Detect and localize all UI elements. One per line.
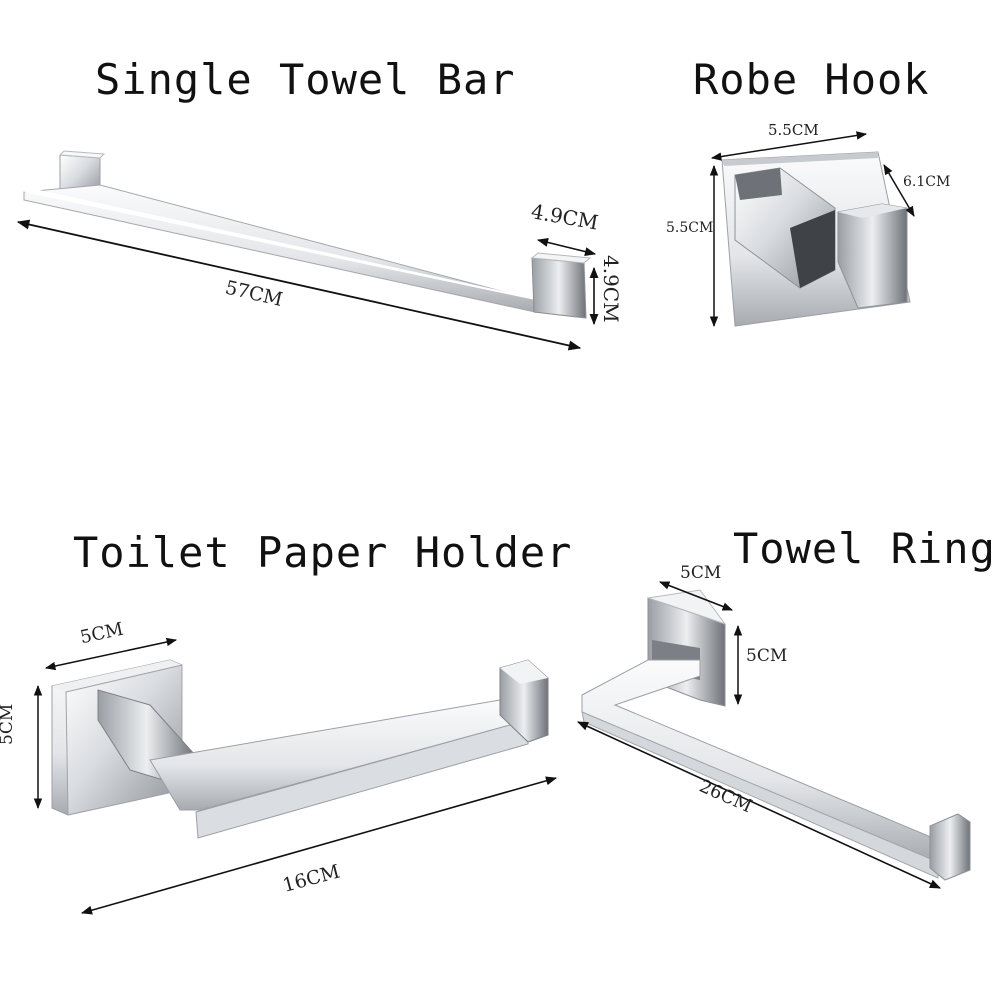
ring-base-width-line [659,581,733,611]
towel-bar-length-label: 57CM [223,277,285,312]
tph-base-width-label: 5CM [78,619,125,649]
ring-base-width-label: 5CM [680,563,721,583]
title-towel-ring: Towel Ring [733,524,996,573]
title-toilet-paper-holder: Toilet Paper Holder [73,528,573,577]
ring-length-line [576,721,942,889]
robe-hook-illustration [721,151,911,327]
towel-bar-illustration [23,150,592,319]
title-single-towel-bar: Single Towel Bar [95,55,516,104]
ring-base-height-label: 5CM [746,646,787,666]
towel-bar-base-height-label: 4.9CM [599,255,623,323]
towel-ring-illustration [581,589,971,881]
robe-hook-depth-label: 6.1CM [903,174,950,190]
robe-hook-height-label: 5.5CM [666,220,713,236]
towel-bar-base-width-line [536,238,597,256]
tph-length-label: 16CM [280,861,342,897]
robe-hook-width-label: 5.5CM [768,121,819,139]
towel-bar-length-line [16,219,582,351]
title-robe-hook: Robe Hook [693,55,930,104]
toilet-paper-holder-illustration [51,659,549,839]
robe-hook-dimensions: 5.5CM 5.5CM 6.1CM [666,121,950,328]
robe-hook-width-line [710,131,868,161]
towel-bar-base-width-label: 4.9CM [529,199,600,234]
tph-base-height-label: 5CM [0,704,17,745]
tph-length-line [80,776,558,915]
tph-base-width-line [44,637,178,671]
robe-hook-depth-line [883,164,915,217]
